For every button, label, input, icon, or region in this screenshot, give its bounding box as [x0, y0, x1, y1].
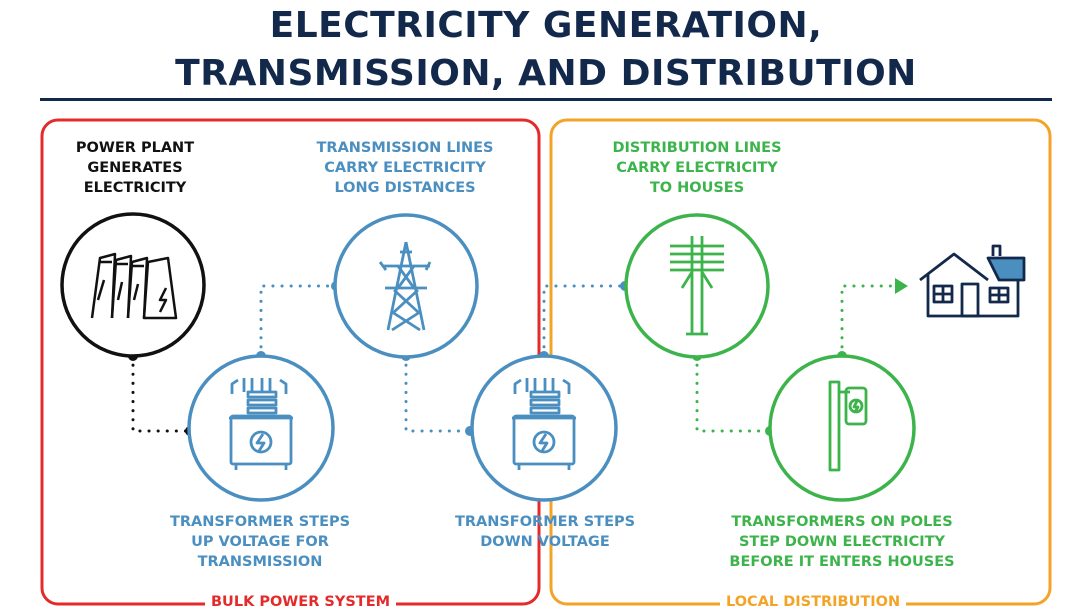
label-line: TRANSFORMER STEPS — [169, 514, 351, 530]
connector-distribution-to-pole — [695, 354, 772, 433]
title-line-1: ELECTRICITY GENERATION, — [269, 5, 823, 46]
label-line: LONG DISTANCES — [334, 180, 476, 196]
step-down-transformer-label: TRANSFORMER STEPS DOWN VOLTAGE — [430, 512, 660, 552]
transmission-tower-icon — [378, 241, 432, 332]
connector-tower-to-stepdown — [404, 354, 472, 433]
label-line: BEFORE IT ENTERS HOUSES — [729, 554, 955, 570]
label-line: GENERATES — [87, 160, 183, 176]
label-line: CARRY ELECTRICITY — [324, 160, 486, 176]
connector-stepdown-to-distribution — [542, 284, 627, 358]
label-line: TO HOUSES — [649, 180, 745, 196]
local-distribution-title: LOCAL DISTRIBUTION — [720, 592, 907, 612]
label-line: STEP DOWN ELECTRICITY — [738, 534, 946, 550]
transformer-icon — [512, 378, 576, 470]
pole-transformer-icon — [828, 380, 868, 472]
arrow-icon — [895, 278, 908, 294]
label-line: TRANSMISSION LINES — [316, 140, 494, 156]
pole-transformer-circle — [768, 354, 916, 502]
title-line-2: TRANSMISSION, AND DISTRIBUTION — [175, 53, 917, 94]
house-icon — [919, 244, 1026, 318]
label-line: ELECTRICITY — [83, 180, 187, 196]
step-down-transformer-circle — [470, 354, 618, 502]
title-divider — [40, 98, 1052, 101]
label-line: TRANSFORMERS ON POLES — [731, 514, 953, 530]
distribution-lines-label: DISTRIBUTION LINES CARRY ELECTRICITY TO … — [582, 138, 812, 198]
step-up-transformer-circle — [187, 354, 335, 502]
power-plant-circle — [60, 212, 206, 358]
label-line: UP VOLTAGE FOR — [191, 534, 329, 550]
transmission-lines-label: TRANSMISSION LINES CARRY ELECTRICITY LON… — [290, 138, 520, 198]
label-line: DISTRIBUTION LINES — [612, 140, 782, 156]
step-up-transformer-label: TRANSFORMER STEPS UP VOLTAGE FOR TRANSMI… — [145, 512, 375, 572]
power-plant-icon — [90, 252, 178, 320]
transformer-icon — [229, 378, 293, 470]
distribution-line-circle — [624, 213, 770, 359]
connector-plant-to-stepup — [131, 354, 192, 433]
bulk-power-system-title: BULK POWER SYSTEM — [205, 592, 397, 612]
label-line: POWER PLANT — [75, 140, 195, 156]
label-line: DOWN VOLTAGE — [480, 534, 610, 550]
power-plant-label: POWER PLANT GENERATES ELECTRICITY — [60, 138, 210, 198]
connector-stepup-to-tower — [259, 284, 338, 358]
transmission-tower-circle — [333, 213, 479, 359]
connector-pole-to-house — [840, 284, 900, 358]
label-line: TRANSMISSION — [197, 554, 323, 570]
label-line: TRANSFORMER STEPS — [454, 514, 636, 530]
page-title: ELECTRICITY GENERATION, TRANSMISSION, AN… — [0, 2, 1092, 98]
pole-transformer-label: TRANSFORMERS ON POLES STEP DOWN ELECTRIC… — [712, 512, 972, 572]
label-line: CARRY ELECTRICITY — [616, 160, 778, 176]
utility-pole-icon — [670, 236, 724, 336]
